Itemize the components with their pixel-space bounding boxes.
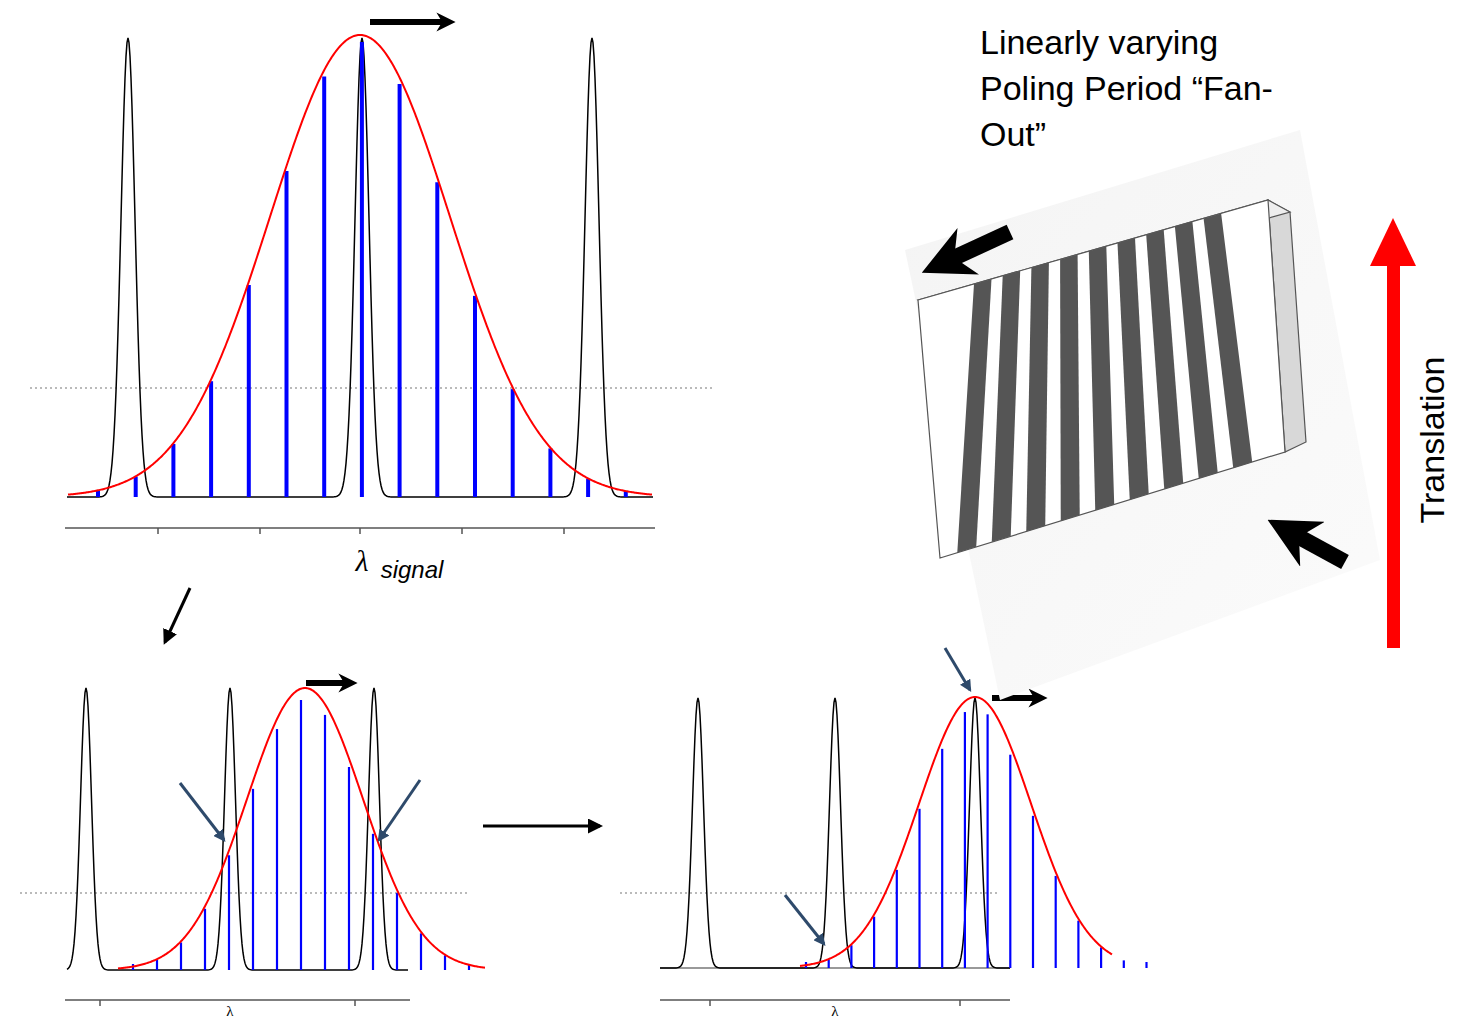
comb-line	[1145, 962, 1147, 968]
resonance-peaks	[660, 698, 1010, 968]
comb-line	[896, 870, 898, 968]
axis-tick	[259, 528, 261, 534]
pointer-arrow	[379, 780, 420, 840]
axis-label: λ	[356, 544, 369, 577]
comb-line	[1055, 876, 1057, 968]
spectrum-plot	[30, 22, 715, 534]
annotation-text: Linearly varying Poling Period “Fan-Out”	[980, 20, 1280, 158]
comb-line	[324, 715, 326, 970]
pointer-arrow	[180, 783, 224, 840]
comb-line	[348, 767, 350, 970]
output-beam-arrow	[945, 232, 1010, 262]
gain-envelope	[68, 35, 652, 495]
spectrum-plots	[20, 22, 1147, 1006]
comb-line	[964, 712, 966, 968]
comb-line	[285, 171, 289, 497]
comb-line	[435, 182, 439, 497]
shift-arrow	[370, 19, 446, 25]
poled-domain	[1146, 230, 1183, 489]
comb-line	[1077, 921, 1079, 968]
crystal-front-face	[918, 200, 1285, 558]
axis-subscript: signal	[381, 557, 444, 583]
comb-line	[247, 285, 251, 497]
comb-line	[171, 444, 175, 497]
poled-domain	[1118, 238, 1149, 500]
threshold-line	[30, 387, 715, 388]
comb-line	[918, 809, 920, 968]
comb-line	[209, 381, 213, 497]
comb-line	[398, 84, 402, 497]
comb-line	[850, 945, 852, 968]
pointer-arrow	[785, 895, 824, 944]
wavelength-axis	[660, 999, 1010, 1001]
gain-envelope	[800, 697, 1112, 966]
comb-line	[360, 42, 364, 497]
resonance-peaks	[67, 38, 653, 497]
comb-line	[180, 942, 182, 970]
comb-line	[873, 917, 875, 968]
spectrum-plot	[620, 648, 1147, 1006]
gain-envelope	[118, 688, 485, 968]
shift-arrow	[992, 695, 1038, 701]
axis-tick	[709, 1000, 711, 1006]
translation-arrow	[1387, 262, 1400, 648]
pointer-arrow	[945, 648, 970, 690]
baseline	[660, 967, 1010, 969]
shift-arrow	[306, 680, 348, 686]
comb-line	[1123, 960, 1125, 968]
comb-line	[1100, 947, 1102, 968]
axis-tick	[959, 1000, 961, 1006]
axis-tick	[563, 528, 565, 534]
comb-line	[134, 477, 138, 497]
comb-line	[1032, 816, 1034, 968]
threshold-line	[20, 892, 470, 893]
crystal-shade	[905, 130, 1380, 700]
axis-tick	[157, 528, 159, 534]
comb-line	[276, 729, 278, 970]
poled-domain	[957, 279, 991, 553]
axis-label: λ	[831, 1003, 838, 1020]
comb-line	[586, 479, 590, 497]
spectrum-plot	[20, 683, 485, 1006]
poling-stripes	[957, 213, 1252, 552]
poled-domain	[1060, 254, 1080, 521]
comb-line	[511, 389, 515, 497]
wavelength-axis	[65, 999, 410, 1001]
poled-domain	[1026, 263, 1049, 532]
comb-line	[548, 448, 552, 497]
axis-tick	[354, 1000, 356, 1006]
comb-line	[473, 296, 477, 497]
axis-tick	[461, 528, 463, 534]
axis-tick	[99, 1000, 101, 1006]
transition-arrow	[165, 588, 190, 642]
translation-arrowhead	[1370, 218, 1416, 266]
comb-line	[156, 960, 158, 970]
axis-label: λ	[226, 1003, 233, 1020]
axis-tick	[359, 528, 361, 534]
comb-line	[444, 955, 446, 970]
comb-line	[420, 933, 422, 970]
transition-arrow	[483, 825, 600, 828]
comb-line	[1009, 755, 1011, 968]
comb-line	[941, 749, 943, 968]
poled-domain	[992, 271, 1020, 542]
comb-line	[322, 77, 326, 497]
comb-line	[828, 959, 830, 968]
poled-domain	[1089, 246, 1114, 510]
input-beam-arrow	[1290, 532, 1345, 562]
fan-out-crystal	[918, 200, 1306, 558]
comb-line	[204, 909, 206, 970]
comb-line	[372, 834, 374, 970]
translation-label: Translation	[1414, 357, 1451, 524]
comb-line	[300, 700, 302, 970]
poled-domain	[1204, 213, 1253, 468]
comb-line	[986, 714, 988, 968]
comb-line	[396, 893, 398, 970]
comb-line	[252, 789, 254, 970]
comb-line	[228, 855, 230, 970]
